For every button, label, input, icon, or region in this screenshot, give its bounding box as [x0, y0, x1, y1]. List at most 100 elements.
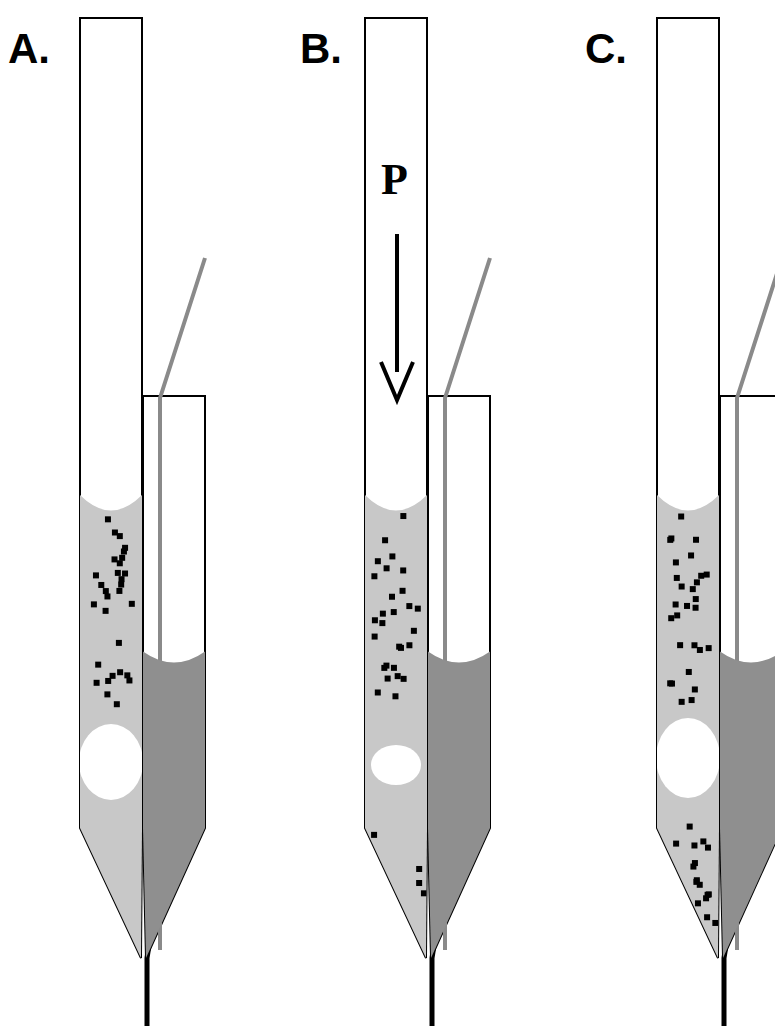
liquid-fill: [363, 493, 429, 965]
particle: [691, 642, 697, 648]
particle: [104, 593, 110, 599]
particle: [117, 560, 123, 566]
air-bubble: [656, 718, 720, 798]
particle: [694, 579, 700, 585]
particle: [688, 552, 694, 558]
particle: [673, 601, 679, 607]
particle: [421, 890, 427, 896]
panel-label: B.: [300, 28, 342, 70]
particle: [698, 573, 704, 579]
particle: [704, 572, 710, 578]
particle: [392, 693, 398, 699]
particle: [705, 892, 711, 898]
particle: [396, 644, 402, 650]
particle: [117, 669, 123, 675]
particle: [693, 537, 699, 543]
particle: [416, 866, 422, 872]
particle: [116, 588, 122, 594]
particle: [679, 699, 685, 705]
air-bubble: [371, 745, 421, 785]
particle: [119, 576, 125, 582]
particle: [690, 586, 696, 592]
particle: [687, 824, 693, 830]
sample-liquid: [78, 493, 144, 965]
particle: [380, 611, 386, 617]
particle: [674, 575, 680, 581]
particle: [91, 601, 97, 607]
particle: [415, 606, 421, 612]
particle: [692, 860, 698, 866]
particle: [416, 880, 422, 886]
particle: [385, 676, 391, 682]
particle: [400, 513, 406, 519]
particle: [712, 920, 718, 926]
sample-liquid: [363, 493, 429, 965]
sample-liquid: [655, 493, 721, 965]
particle: [391, 665, 397, 671]
particle: [406, 642, 412, 648]
particle: [706, 645, 712, 651]
particle: [95, 662, 101, 668]
particle: [686, 669, 692, 675]
particle: [679, 584, 685, 590]
panel-label: A.: [8, 28, 50, 70]
particle: [684, 603, 690, 609]
electrolyte-liquid: [141, 650, 207, 965]
particle: [122, 545, 128, 551]
particle: [700, 838, 706, 844]
liquid-fill: [655, 493, 721, 965]
panel-label: C.: [585, 28, 627, 70]
particle: [372, 617, 378, 623]
particle: [693, 596, 699, 602]
pressure-arrowhead: [381, 362, 413, 400]
particle: [114, 701, 120, 707]
particle: [112, 556, 118, 562]
particle: [375, 689, 381, 695]
particle: [104, 691, 110, 697]
particle: [384, 565, 390, 571]
liquid-fill: [78, 493, 144, 965]
particle: [704, 914, 710, 920]
particle: [691, 842, 697, 848]
particle: [705, 845, 711, 851]
particle: [693, 605, 699, 611]
particle: [395, 673, 401, 679]
particle: [371, 573, 377, 579]
particle: [401, 676, 407, 682]
particle: [391, 609, 397, 615]
air-bubble: [79, 724, 143, 800]
particle: [695, 900, 701, 906]
particle: [371, 832, 377, 838]
particle: [126, 677, 132, 683]
particle: [103, 588, 109, 594]
particle: [689, 697, 695, 703]
particle: [382, 537, 388, 543]
particle: [105, 678, 111, 684]
particle: [389, 594, 395, 600]
pressure-arrow: [395, 234, 399, 372]
particle: [673, 559, 679, 565]
particle: [119, 555, 125, 561]
particle: [98, 582, 104, 588]
particle: [411, 628, 417, 634]
particle: [129, 601, 135, 607]
particle: [118, 582, 124, 588]
particle: [110, 673, 116, 679]
particle: [400, 567, 406, 573]
particle: [678, 514, 684, 520]
particle: [677, 642, 683, 648]
particle: [667, 680, 673, 686]
particle: [692, 686, 698, 692]
particle: [372, 634, 378, 640]
particle: [115, 570, 121, 576]
particle: [697, 882, 703, 888]
particle: [697, 647, 703, 653]
particle: [375, 558, 381, 564]
particle: [389, 553, 395, 559]
particle: [103, 608, 109, 614]
particle: [673, 841, 679, 847]
particle: [93, 572, 99, 578]
particle: [379, 620, 385, 626]
particle: [381, 665, 387, 671]
